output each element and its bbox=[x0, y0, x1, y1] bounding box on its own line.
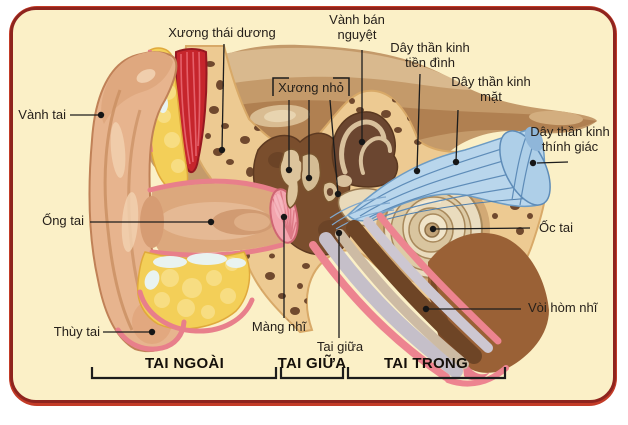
poster-card bbox=[10, 7, 616, 403]
poster-card-shadow bbox=[9, 6, 617, 406]
